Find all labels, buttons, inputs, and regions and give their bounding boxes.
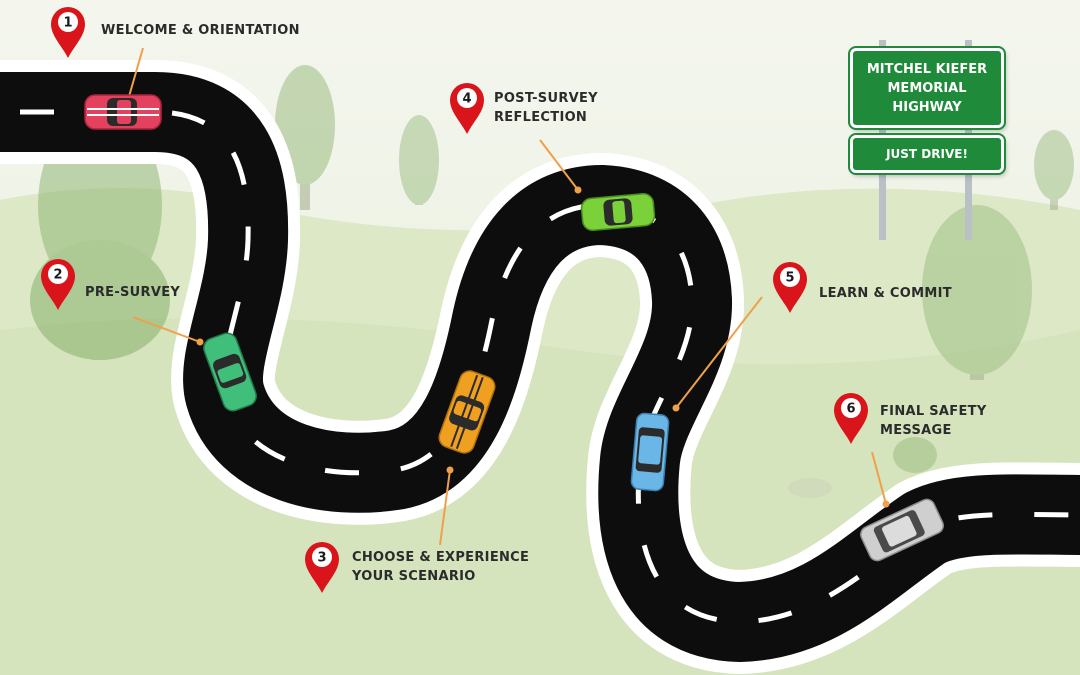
tree-center <box>399 115 439 205</box>
highway-sign: MITCHEL KIEFER MEMORIAL HIGHWAY <box>850 48 1004 128</box>
step-5-pin-icon: 5 <box>773 262 807 313</box>
step-4-label: POST-SURVEY REFLECTION <box>494 91 598 125</box>
step-3-pin-icon: 3 <box>305 542 339 593</box>
tree-right-large <box>922 205 1032 380</box>
step-3-number: 3 <box>317 551 326 566</box>
step-2-pin-icon: 2 <box>41 259 75 310</box>
step-4-pin-icon: 4 <box>450 83 484 134</box>
step-5-number: 5 <box>785 271 794 286</box>
step-2-label: PRE-SURVEY <box>85 285 181 300</box>
leader-lines <box>127 47 887 546</box>
tree-right-small <box>1034 130 1074 210</box>
step-6-pin-icon: 6 <box>834 393 868 444</box>
sign-line-3: HIGHWAY <box>892 99 962 115</box>
step-1-number: 1 <box>63 16 72 31</box>
step-6-number: 6 <box>846 402 855 417</box>
step-6-label: FINAL SAFETY MESSAGE <box>880 404 987 438</box>
lime-car <box>580 193 656 231</box>
step-3-label: CHOOSE & EXPERIENCE YOUR SCENARIO <box>352 550 530 584</box>
step-1-label: WELCOME & ORIENTATION <box>101 23 300 38</box>
step-2-number: 2 <box>53 268 62 283</box>
pink-car <box>84 94 162 130</box>
sign-line-1: MITCHEL KIEFER <box>866 61 988 77</box>
highway-subtitle-sign: JUST DRIVE! <box>850 135 1004 173</box>
blue-car <box>630 412 670 492</box>
teal-car <box>203 332 257 412</box>
sign-line-2: MEMORIAL <box>887 80 967 96</box>
bush-right <box>788 437 937 498</box>
orange-car <box>438 370 496 454</box>
step-5-label: LEARN & COMMIT <box>819 286 952 301</box>
silver-car <box>860 498 944 562</box>
step-4-number: 4 <box>462 92 471 107</box>
step-1-pin-icon: 1 <box>51 7 85 58</box>
